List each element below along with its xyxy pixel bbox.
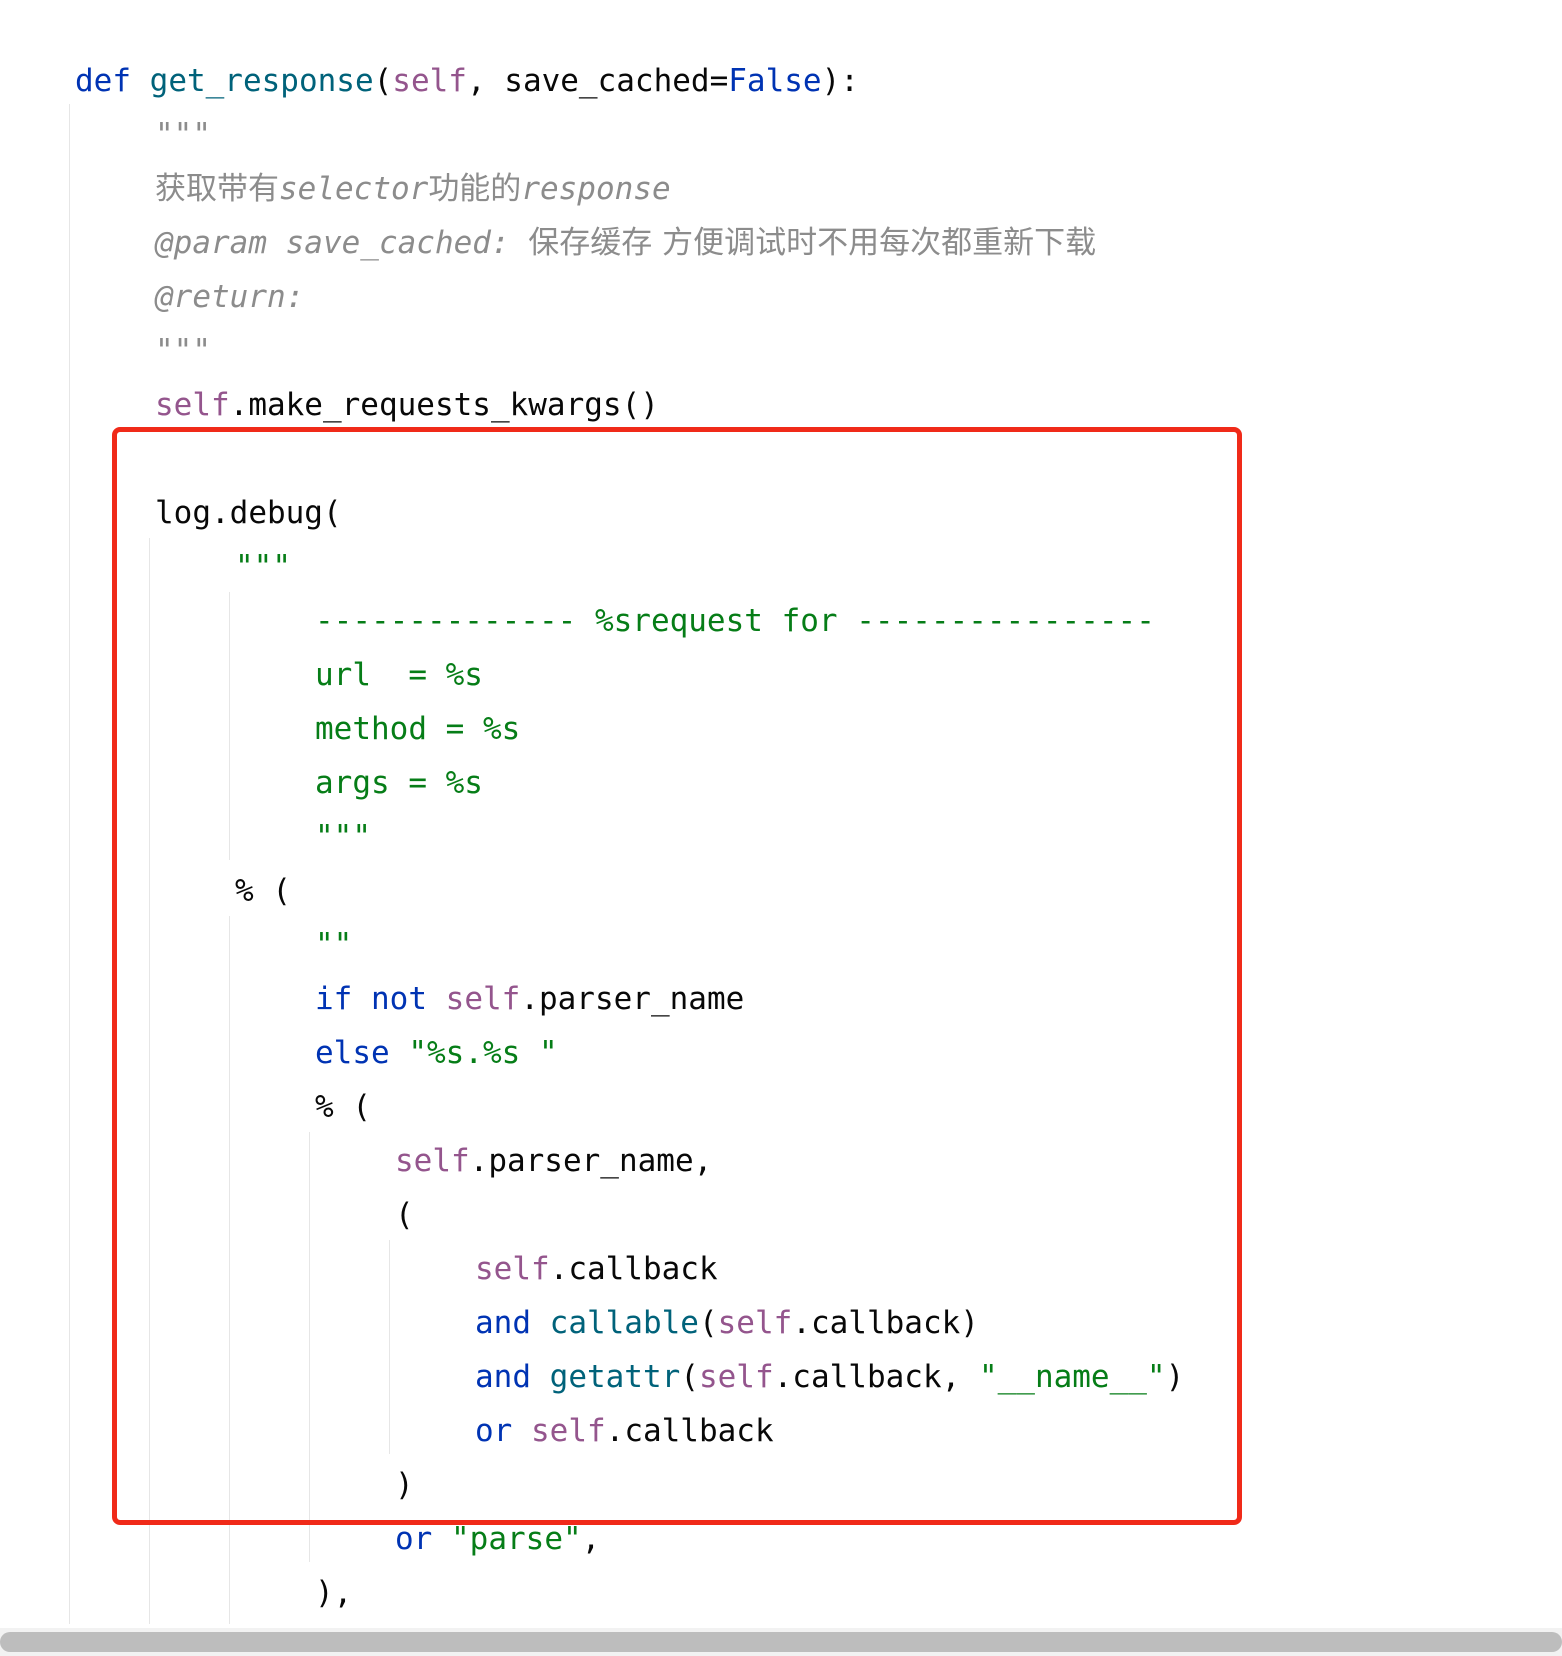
code-token: if not [315,981,446,1017]
indent-guide [309,1132,310,1562]
code-token: url = %s [315,657,483,693]
code-token: """ [235,549,291,585]
code-token: log.debug( [155,495,342,531]
code-line[interactable]: and callable(self.callback) [475,1296,979,1350]
code-line[interactable]: or self.callback [475,1404,774,1458]
code-token: ( [698,1305,718,1341]
code-line[interactable]: """ [235,540,291,594]
code-token: callable [549,1305,699,1341]
code-line[interactable]: ) [395,1458,414,1512]
code-line[interactable]: """ [155,324,211,378]
code-token: ( [373,63,393,99]
code-token: """ [155,117,211,153]
code-token: "" [315,927,353,963]
code-token: selector [279,171,429,207]
code-token: False [728,63,822,99]
code-token: self [445,981,521,1017]
code-line[interactable]: "" [315,918,352,972]
code-token: ) [1165,1359,1185,1395]
code-token: and [475,1305,550,1341]
code-token: self [717,1305,793,1341]
code-line[interactable]: -------------- %srequest for -----------… [315,594,1155,648]
code-token: , save_cached= [466,63,729,99]
code-token: ), [315,1575,353,1611]
code-token: .callback [605,1413,774,1449]
code-token: .parser_name, [469,1143,713,1179]
code-line[interactable]: args = %s [315,756,483,810]
code-token: .callback [549,1251,718,1287]
code-token: , [581,1521,601,1557]
code-line[interactable]: method = %s [315,702,520,756]
code-line[interactable]: self.make_requests_kwargs() [155,378,659,432]
code-token: self [395,1143,470,1179]
code-token: .parser_name [520,981,745,1017]
code-token: self [698,1359,774,1395]
code-token: .callback) [792,1305,979,1341]
code-token: response [521,171,671,207]
code-token: self [155,387,230,423]
code-line[interactable]: or "parse", [395,1512,600,1566]
code-token: 保存缓存 方便调试时不用每次都重新下载 [528,225,1097,261]
code-token: def [75,63,150,99]
code-token: """ [315,819,371,855]
code-token: self [392,63,467,99]
code-token: % ( [235,873,291,909]
indent-guide [389,1240,390,1454]
code-line[interactable]: def get_response(self, save_cached=False… [75,54,859,108]
code-line[interactable]: 获取带有selector功能的response [155,162,671,216]
code-token: args = %s [315,765,483,801]
code-line[interactable]: else "%s.%s " [315,1026,558,1080]
code-token: ( [680,1359,699,1395]
code-line[interactable]: ( [395,1188,414,1242]
indent-guide [149,538,150,1624]
code-token: % ( [315,1089,371,1125]
code-token: getattr [549,1359,681,1395]
code-token: @return: [155,279,305,315]
code-token: -------------- %srequest for -----------… [315,603,1155,639]
code-line[interactable]: """ [315,810,371,864]
code-token: and [475,1359,550,1395]
indent-guide [69,104,70,1624]
code-line[interactable]: if not self.parser_name [315,972,744,1026]
code-token: self [531,1413,606,1449]
code-line[interactable]: """ [155,108,211,162]
code-token: self [475,1251,550,1287]
code-line[interactable]: @param save_cached: 保存缓存 方便调试时不用每次都重新下载 [155,216,1096,270]
code-token: else [315,1035,409,1071]
horizontal-scrollbar-thumb[interactable] [0,1632,1562,1652]
code-token: .make_requests_kwargs() [229,387,659,423]
code-token: "__name__" [978,1359,1166,1395]
indent-guide [229,592,230,860]
code-token: ( [395,1197,414,1233]
code-token: "parse" [451,1521,582,1557]
code-token: """ [155,333,211,369]
code-line[interactable]: and getattr(self.callback, "__name__") [475,1350,1184,1404]
code-token: @param save_cached: [155,225,529,261]
code-token: ): [821,63,859,99]
code-token: method = %s [315,711,521,747]
code-token: or [395,1521,451,1557]
indent-guide [229,916,230,1624]
code-line[interactable]: % ( [235,864,291,918]
code-token: ) [395,1467,414,1503]
code-token: or [475,1413,531,1449]
code-line[interactable]: % ( [315,1080,371,1134]
code-line[interactable]: url = %s [315,648,483,702]
code-line[interactable]: log.debug( [155,486,342,540]
code-line[interactable]: self.parser_name, [395,1134,712,1188]
code-line[interactable]: ), [315,1566,352,1620]
code-line[interactable]: self.callback [475,1242,718,1296]
code-token: 功能的 [428,171,522,207]
code-token: get_response [149,63,374,99]
code-token: 获取带有 [155,171,279,207]
code-line[interactable]: @return: [155,270,304,324]
code-token: .callback, [773,1359,979,1395]
code-token: "%s.%s " [408,1035,558,1071]
